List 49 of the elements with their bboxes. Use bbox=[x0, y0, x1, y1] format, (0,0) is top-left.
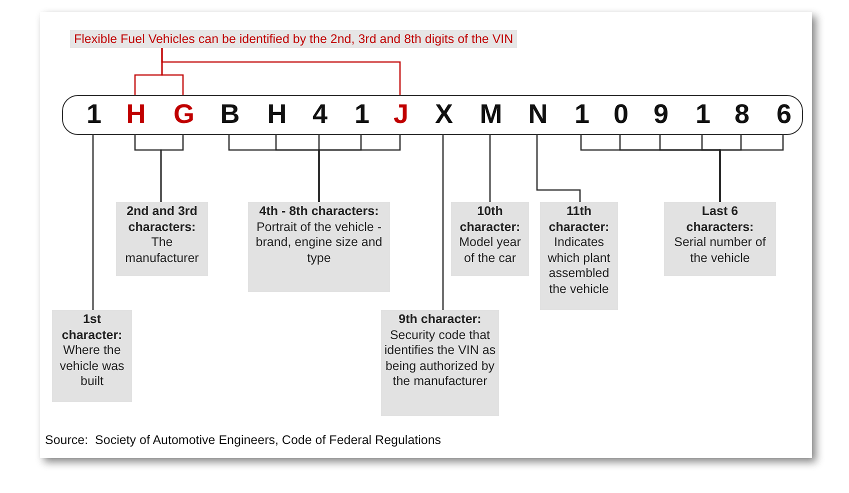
vin-character: 0 bbox=[604, 96, 638, 133]
leader-line bbox=[161, 48, 401, 95]
leader-line bbox=[160, 135, 184, 202]
box-text: The manufacturer bbox=[124, 235, 200, 266]
vin-character: 6 bbox=[767, 96, 801, 133]
vin-character: 1 bbox=[686, 96, 720, 133]
box-text: Portrait of the vehicle - brand, engine size and type bbox=[254, 220, 384, 266]
vin-character: M bbox=[474, 96, 508, 133]
vin-character: N bbox=[521, 96, 555, 133]
leader-line bbox=[92, 135, 94, 310]
vin-character: 8 bbox=[725, 96, 759, 133]
leader-line bbox=[536, 135, 581, 202]
description-box bbox=[451, 202, 529, 276]
vin-character: 1 bbox=[345, 96, 379, 133]
leader-line bbox=[719, 135, 784, 202]
vin-bar bbox=[62, 95, 803, 135]
note-label: Flexible Fuel Vehicles can be identified by the 2nd, 3rd and 8th digits of the VIN bbox=[70, 30, 518, 48]
vin-character: B bbox=[213, 96, 247, 133]
box-heading: 11th character: bbox=[548, 204, 610, 235]
box-text: Serial number of the vehicle bbox=[673, 235, 767, 266]
box-text: Indicates which plant assembled the vehicle bbox=[546, 235, 612, 297]
box-heading: 10th character: bbox=[458, 204, 522, 235]
box-heading: 2nd and 3rd characters: bbox=[126, 204, 198, 235]
box-heading: 1st character: bbox=[60, 312, 124, 343]
vin-character: J bbox=[384, 96, 418, 133]
vin-character: G bbox=[167, 96, 201, 133]
vin-character: 1 bbox=[77, 96, 111, 133]
leader-line bbox=[442, 135, 444, 310]
description-box bbox=[381, 310, 499, 416]
box-text: Security code that identifies the VIN as being authorized by the manufacturer bbox=[384, 328, 496, 390]
leader-line bbox=[489, 135, 491, 202]
description-box bbox=[248, 202, 390, 292]
box-heading: 9th character: bbox=[398, 312, 482, 328]
description-box bbox=[540, 202, 618, 310]
box-text: Model year of the car bbox=[458, 235, 522, 266]
vin-character: H bbox=[119, 96, 153, 133]
box-heading: 4th - 8th characters: bbox=[258, 204, 380, 220]
box-heading: Last 6 characters: bbox=[685, 204, 755, 235]
vin-character: 4 bbox=[303, 96, 337, 133]
description-box bbox=[664, 202, 776, 276]
description-box bbox=[52, 310, 132, 402]
vin-character: 9 bbox=[644, 96, 678, 133]
description-box bbox=[116, 202, 208, 276]
source-caption: Source: Society of Automotive Engineers, Code of Federal Regulations bbox=[45, 433, 442, 447]
vin-character: H bbox=[260, 96, 294, 133]
vin-character: 1 bbox=[565, 96, 599, 133]
vin-character: X bbox=[427, 96, 461, 133]
leader-line bbox=[318, 135, 401, 202]
box-text: Where the vehicle was built bbox=[58, 343, 126, 390]
